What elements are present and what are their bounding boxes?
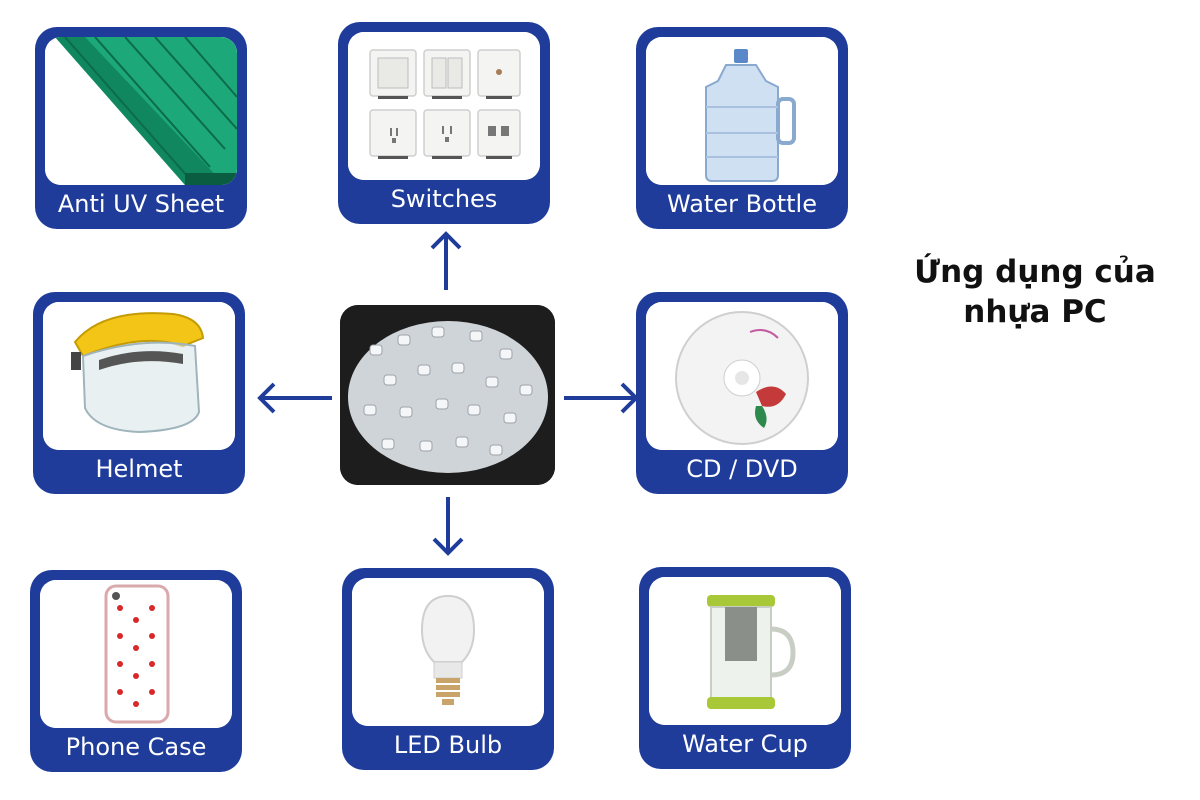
arrow-left-icon [257, 382, 332, 414]
card-label: Phone Case [65, 733, 207, 761]
phone-case-image [40, 580, 232, 728]
card-led-bulb: LED Bulb [342, 568, 554, 770]
card-cd-dvd: CD / DVD [636, 292, 848, 494]
card-label: Helmet [95, 455, 183, 483]
card-water-bottle: Water Bottle [636, 27, 848, 229]
card-label: Anti UV Sheet [57, 190, 225, 218]
card-helmet: Helmet [33, 292, 245, 494]
arrow-right-icon [564, 382, 639, 414]
card-switches: Switches [338, 22, 550, 224]
card-label: CD / DVD [686, 455, 798, 483]
card-water-cup: Water Cup [639, 567, 851, 769]
card-label: Water Cup [682, 730, 808, 758]
page-title: Ứng dụng của nhựa PC [914, 254, 1156, 330]
led-bulb-image [352, 578, 544, 726]
card-anti-uv-sheet: Anti UV Sheet [35, 27, 247, 229]
pc-pellets-image [340, 305, 555, 485]
card-phone-case: Phone Case [30, 570, 242, 772]
card-label: LED Bulb [393, 731, 503, 759]
wall-switches-image [348, 32, 540, 180]
tea-cup-image [649, 577, 841, 725]
arrow-up-icon [430, 231, 462, 290]
face-shield-helmet-image [43, 302, 235, 450]
water-jug-image [646, 37, 838, 185]
card-label: Switches [390, 185, 498, 213]
card-label: Water Bottle [667, 190, 817, 218]
polycarbonate-sheet-image [45, 37, 237, 185]
cd-disc-image [646, 302, 838, 450]
arrow-down-icon [432, 497, 464, 556]
